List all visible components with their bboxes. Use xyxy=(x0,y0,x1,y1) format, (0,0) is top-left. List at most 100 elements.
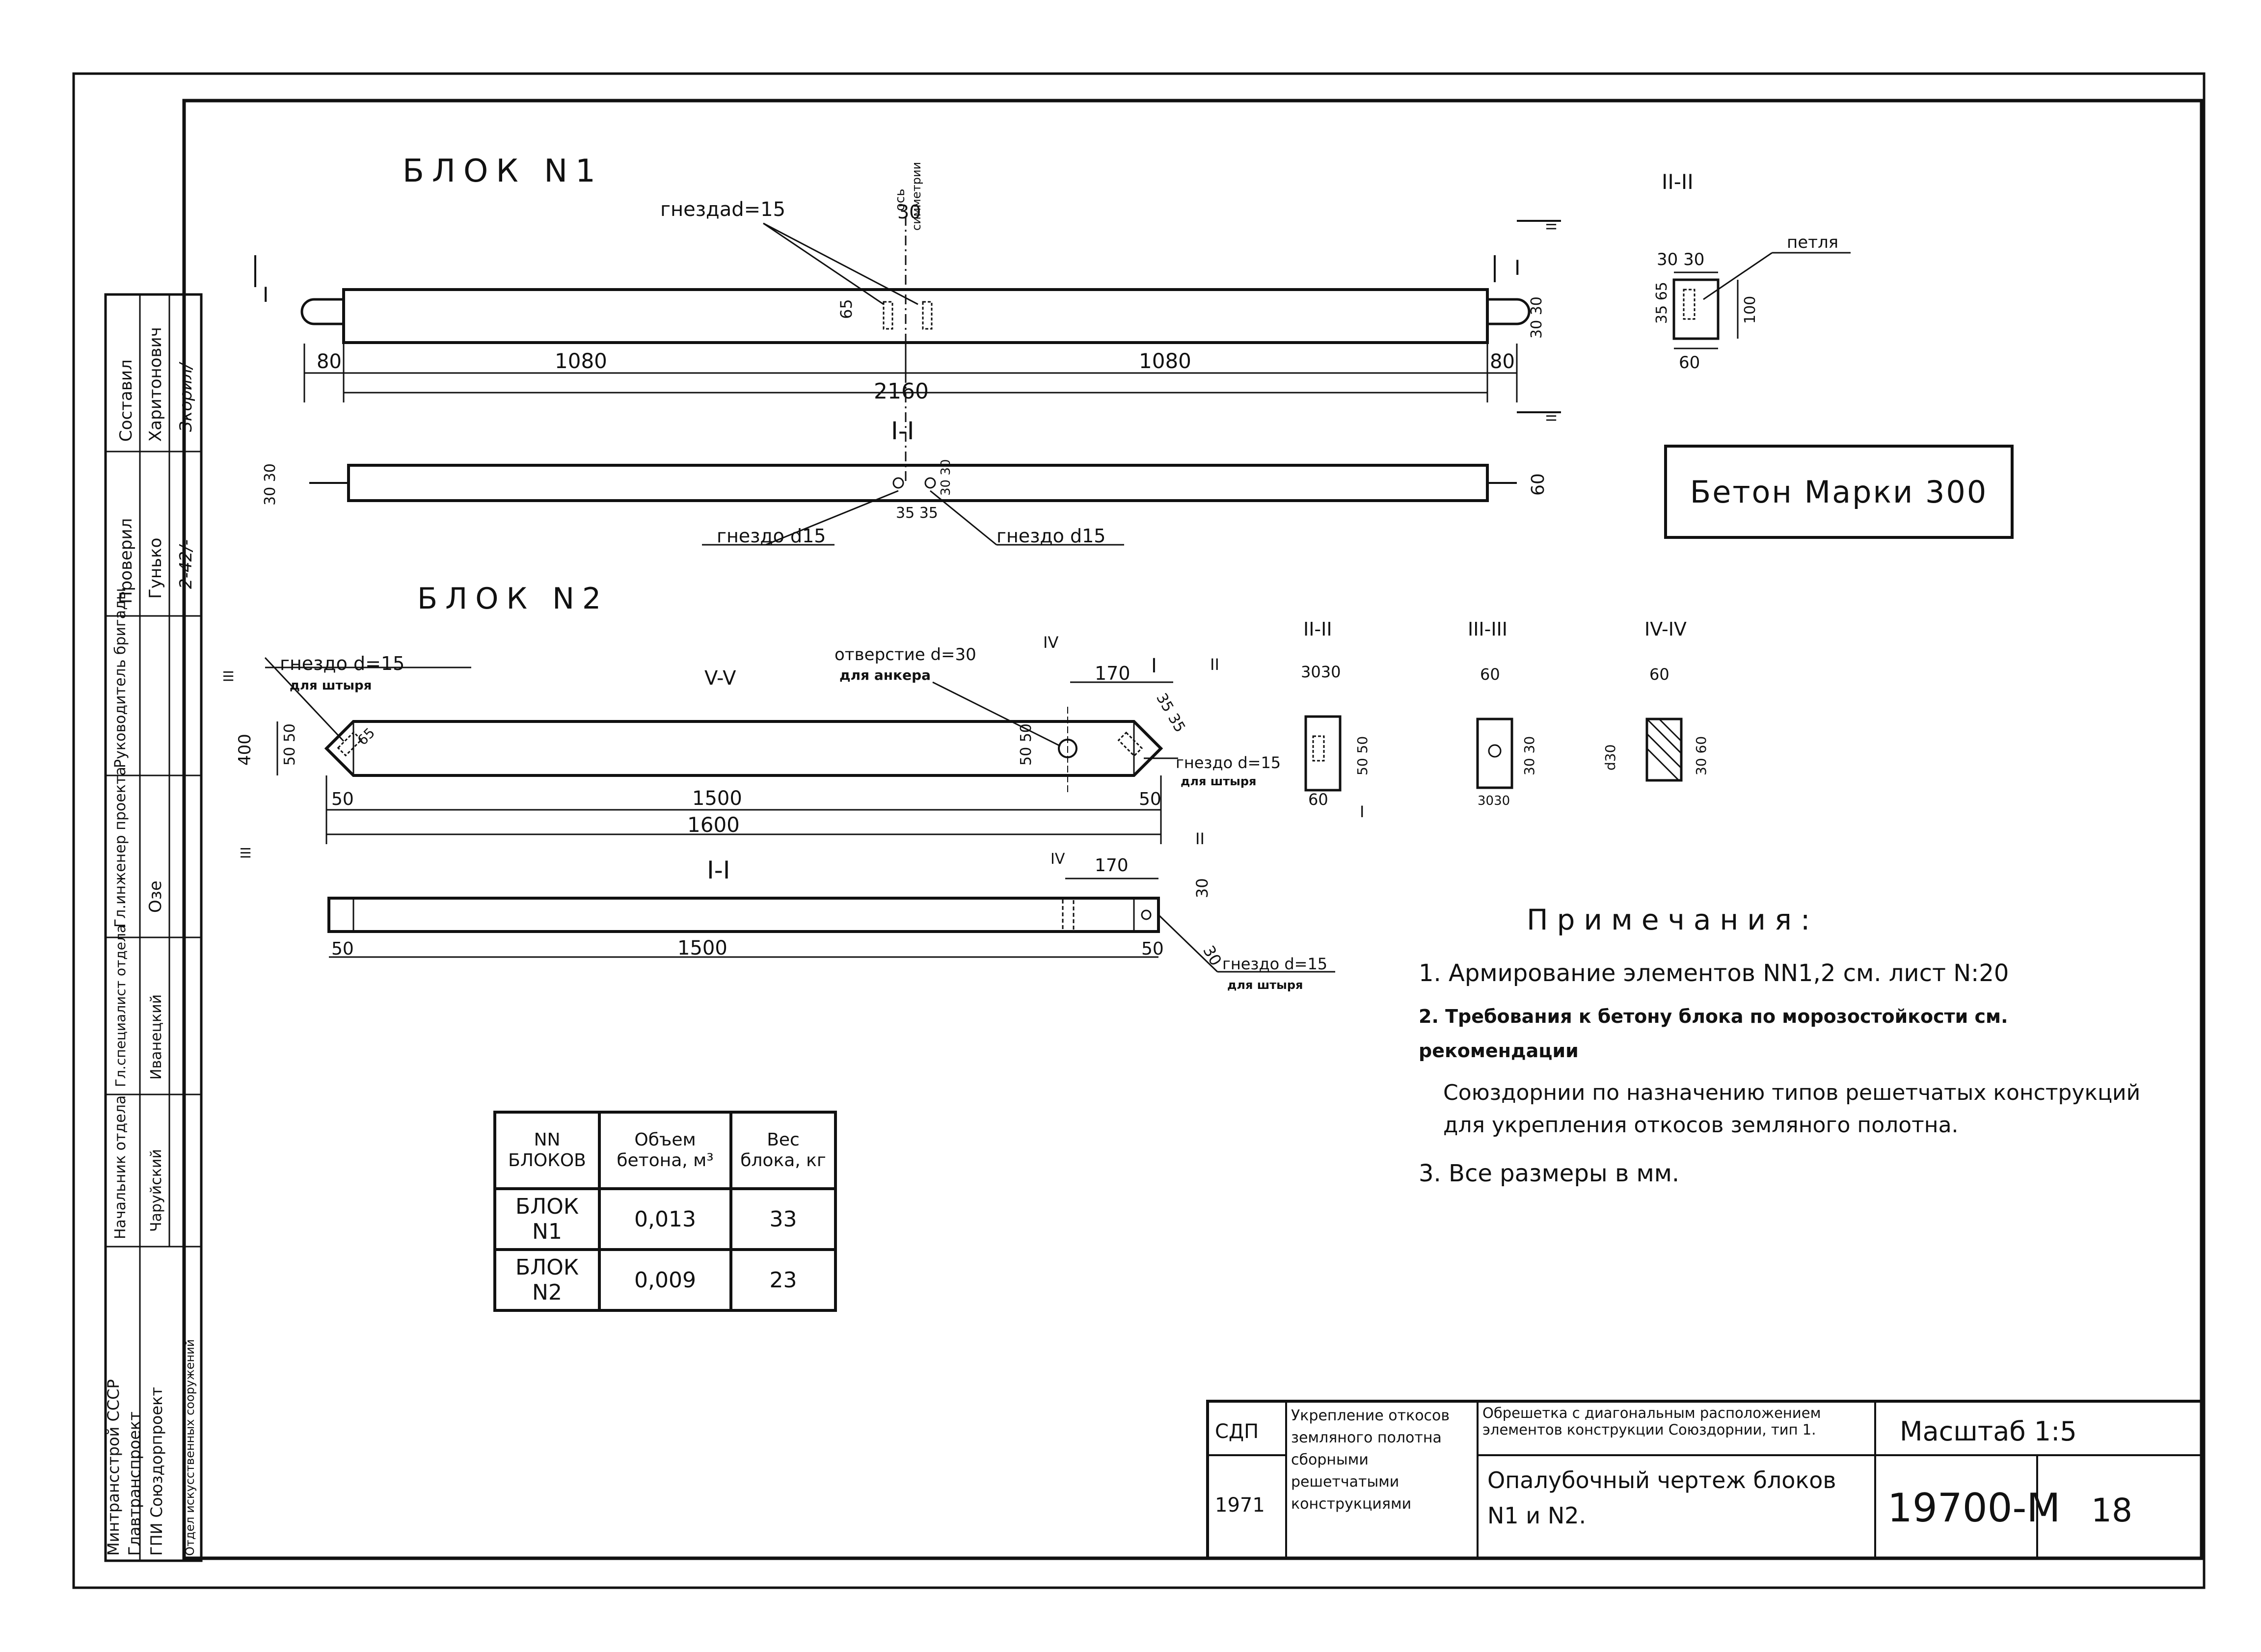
stamp-name-5: Иванецкий xyxy=(148,994,165,1080)
block2-socket-right-1: гнездо d=15 xyxy=(1176,753,1281,772)
section-ii-small: II-II 3030 50 50 60 I xyxy=(1301,618,1371,821)
title-drawing: Опалубочный чертеж блоков N1 и N2. xyxy=(1487,1467,1836,1529)
stamp-org-1: Минтрансстрой СССР xyxy=(104,1379,123,1556)
stamp-name-1: Харитонович xyxy=(146,327,165,442)
block1-axis-label: ось xyxy=(893,188,908,211)
block2-mark-iii-low: III xyxy=(238,847,254,859)
block1-dim-socket-gap: 30 xyxy=(897,201,921,223)
section-ii-top-drawing xyxy=(1672,252,1851,349)
stamp-text: Составил Харитонович Зкорил/ Проверил Гу… xyxy=(104,327,197,1556)
volume-table: NN БЛОКОВ Объем бетона, м³ Вес блока, кг… xyxy=(493,1111,837,1312)
section-ii-small-dim-bottom: 60 xyxy=(1308,790,1328,809)
block1-dim-65: 65 xyxy=(837,299,856,319)
volume-table-cell: 33 xyxy=(729,1187,837,1251)
block1-sockets-label: гнездаd=15 xyxy=(660,198,785,221)
block1-dim-h: 30 30 xyxy=(1528,296,1545,339)
notes-title: Примечания: xyxy=(1527,903,1819,936)
stamp-role-5: Гл.специалист отдела xyxy=(112,925,129,1087)
block2-section-socket-1: гнездо d=15 xyxy=(1222,955,1327,973)
block2-dim-total: 1600 xyxy=(687,813,740,837)
block1-dim-left: 80 xyxy=(317,350,342,373)
volume-table-h-weight: Вес блока, кг xyxy=(729,1111,837,1190)
volume-table-cell: 23 xyxy=(729,1248,837,1312)
title-sheet: 18 xyxy=(2091,1492,2132,1529)
title-year: 1971 xyxy=(1215,1494,1265,1517)
block1-dim-half-right: 1080 xyxy=(1139,349,1191,373)
block2-plan xyxy=(264,657,1178,844)
section-iv-small-dim-left: d30 xyxy=(1602,745,1618,771)
block2-socket-left-2: для штыря xyxy=(290,678,372,693)
block1-section-title: I-I xyxy=(891,417,915,445)
block2-dim-right: 50 xyxy=(1139,789,1161,809)
block1-cut-left: I xyxy=(263,283,269,307)
section-iii-small-title: III-III xyxy=(1468,618,1507,640)
section-ii-top-dim-left: 35 65 xyxy=(1653,282,1670,324)
block2-dim-400: 400 xyxy=(235,734,255,766)
section-ii-top-dim-bottom: 60 xyxy=(1679,353,1700,373)
note-1: 1. Армирование элементов NN1,2 см. лист … xyxy=(1419,959,2009,987)
stamp-org-3: ГПИ Союздорпроект xyxy=(147,1387,166,1556)
block2-section-title: I-I xyxy=(707,856,730,884)
block2-mark-iii: III xyxy=(220,670,237,682)
block1-cut-right: I xyxy=(1514,256,1520,280)
block2-dim-left: 50 xyxy=(331,789,354,809)
volume-table-cell: БЛОК N2 xyxy=(493,1248,601,1312)
notes: Примечания: 1. Армирование элементов NN1… xyxy=(1419,903,2145,1199)
block1-section xyxy=(309,464,1517,546)
block2-section xyxy=(327,878,1335,973)
stamp-role-4: Гл.инженер проекта xyxy=(112,767,129,928)
block2-dim-170: 170 xyxy=(1095,663,1130,684)
volume-table-h-volume: Объем бетона, м³ xyxy=(598,1111,733,1190)
volume-table-header: NN БЛОКОВ Объем бетона, м³ Вес блока, кг xyxy=(493,1111,837,1190)
block1-dim-half-left: 1080 xyxy=(555,349,607,373)
block2-mark-ii: II xyxy=(1210,655,1219,674)
note-3: 3. Все размеры в мм. xyxy=(1419,1160,1680,1187)
stamp-org-2: Главтранспроект xyxy=(125,1412,144,1556)
volume-table-cell: 0,009 xyxy=(598,1248,733,1312)
inner-frame xyxy=(182,99,2204,1560)
section-iv-small-title: IV-IV xyxy=(1644,618,1687,640)
block1-title: БЛОК N1 xyxy=(403,153,603,189)
section-ii-small-title: II-II xyxy=(1303,618,1332,640)
outer-frame xyxy=(72,72,2206,1589)
block1-section-socket-left: гнездо d15 xyxy=(717,525,826,547)
section-iv-small: IV-IV 60 d30 30 60 xyxy=(1602,618,1709,782)
block1-axis-label-2: симметрии xyxy=(910,162,923,231)
note-2: 2. Требования к бетону блока по морозост… xyxy=(1419,1006,2008,1062)
block2-dim-65: 65 xyxy=(354,724,378,748)
section-iii-small: III-III 60 30 30 3030 xyxy=(1468,618,1537,808)
section-iii-small-dim-top: 60 xyxy=(1480,665,1500,684)
section-iii-small-dim-right: 30 30 xyxy=(1521,736,1537,775)
stamp-name-4: Озе xyxy=(146,880,165,913)
block2-mark-i: I xyxy=(1151,655,1157,677)
title-number: 19700-М xyxy=(1887,1485,2060,1531)
block1-dim-right: 80 xyxy=(1490,350,1515,373)
title-series: Обрешетка с диагональным расположением э… xyxy=(1482,1405,1821,1438)
title-topic: Укрепление откосов земляного полотна сбо… xyxy=(1291,1407,1450,1513)
block2-mark-ii-low: II xyxy=(1195,829,1205,848)
block2-dim-mid: 1500 xyxy=(692,787,742,810)
section-ii-small-dim-top: 3030 xyxy=(1301,663,1341,681)
block2-section-dim-right: 50 xyxy=(1141,939,1164,959)
block2-section-dim-30a: 30 xyxy=(1193,878,1211,898)
block2-socket-left-1: гнездо d=15 xyxy=(280,653,404,674)
title-code: СДП xyxy=(1215,1420,1259,1443)
title-scale: Масштаб 1:5 xyxy=(1900,1416,2077,1447)
block2-section-dim-30b: 30 xyxy=(1199,942,1225,969)
table-row: БЛОК N2 0,009 23 xyxy=(493,1248,837,1312)
section-iii-small-dim-bottom: 3030 xyxy=(1478,794,1510,808)
block1-section-dim-vert: 30 30 xyxy=(939,459,953,496)
stamp-sign-1: Зкорил/ xyxy=(176,361,196,432)
block2-dim-50-50-left: 50 50 xyxy=(281,723,298,766)
block1-section-socket-right: гнездо d15 xyxy=(996,525,1105,547)
section-ii-small-mark: I xyxy=(1360,802,1364,821)
block2-dim-50-50-right: 50 50 xyxy=(1018,723,1035,766)
stamp-name-2: Гунько xyxy=(146,538,165,599)
section-ii-small-dim-right: 50 50 xyxy=(1354,736,1371,775)
section-ii-top-loop: петля xyxy=(1787,233,1838,252)
concrete-grade: Бетон Марки 300 xyxy=(1664,445,2014,539)
volume-table-cell: БЛОК N1 xyxy=(493,1187,601,1251)
block2-hole-1: отверстие d=30 xyxy=(834,645,976,665)
block2-section-mark-iv: IV xyxy=(1050,851,1065,868)
